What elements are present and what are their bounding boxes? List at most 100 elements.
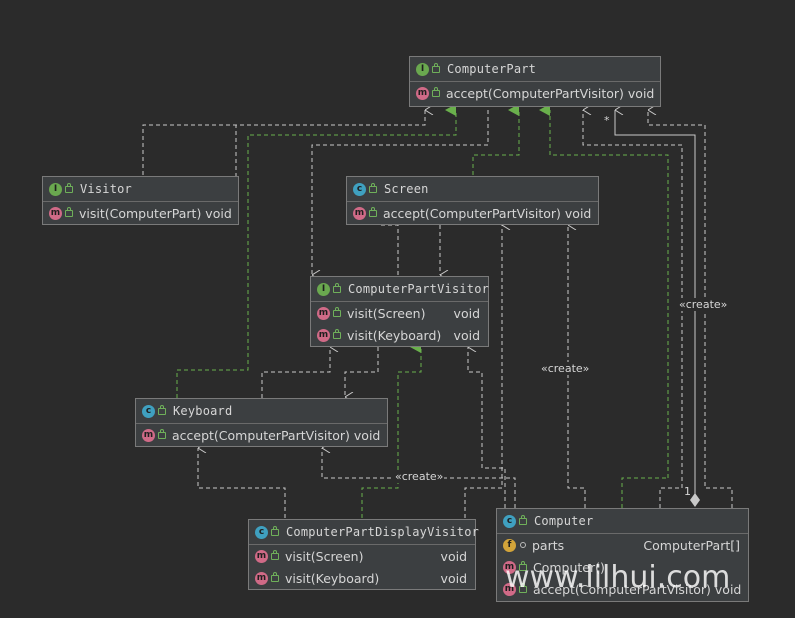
edge-computer-to-cpv — [467, 347, 506, 508]
member-row[interactable]: f parts ComputerPart[] — [497, 534, 748, 556]
class-computerpartvisitor[interactable]: I ComputerPartVisitor m visit(Screen) vo… — [310, 276, 489, 347]
edge-keyboard-to-cpv — [261, 347, 330, 398]
multiplicity-one: 1 — [684, 485, 691, 498]
member-row[interactable]: m accept(ComputerPartVisitor) void — [410, 82, 660, 104]
public-lock-icon — [333, 306, 341, 317]
edge-displayvisitor-to-screen — [464, 225, 502, 518]
public-lock-icon — [432, 86, 440, 97]
member-row[interactable]: m visit(Keyboard) void — [311, 324, 488, 346]
public-lock-icon — [333, 328, 341, 339]
method-icon: m — [255, 549, 268, 563]
member-row[interactable]: m visit(Screen) void — [311, 302, 488, 324]
public-lock-icon — [158, 428, 166, 439]
member-row[interactable]: m accept(ComputerPartVisitor) void — [347, 202, 598, 224]
edge-cpv-to-screen — [378, 225, 399, 275]
class-header: c Keyboard — [136, 399, 387, 424]
member-name: visit(ComputerPart) void — [79, 205, 232, 221]
realization-computer-computerpart — [539, 104, 669, 478]
public-lock-icon — [369, 182, 377, 193]
class-icon: c — [142, 404, 155, 418]
edge-computerpart-to-cpv — [311, 110, 489, 275]
member-name: parts — [532, 537, 565, 553]
member-name: accept(ComputerPartVisitor) void — [446, 85, 655, 101]
member-type: void — [440, 548, 467, 564]
public-lock-icon — [333, 282, 341, 293]
member-row[interactable]: m Computer() — [497, 556, 748, 578]
class-name: Computer — [534, 514, 594, 528]
public-lock-icon — [271, 571, 279, 582]
class-icon: c — [503, 514, 516, 528]
edge-displayvisitor-to-keyboard — [197, 448, 286, 518]
edge-computer-aggregation — [614, 110, 696, 500]
method-icon: m — [503, 582, 516, 596]
member-row[interactable]: m visit(Keyboard) void — [249, 567, 475, 589]
public-lock-icon — [432, 62, 440, 73]
class-header: c ComputerPartDisplayVisitor — [249, 520, 479, 545]
class-screen[interactable]: c Screen m accept(ComputerPartVisitor) v… — [346, 176, 599, 225]
realization-displayvisitor-cpv — [361, 341, 422, 518]
watermark: www.lilhui.com — [505, 560, 731, 595]
member-type: void — [453, 305, 480, 321]
interface-icon: I — [416, 62, 429, 76]
field-icon: f — [503, 538, 516, 552]
member-name: accept(ComputerPartVisitor) void — [533, 581, 742, 597]
class-visitor[interactable]: I Visitor m visit(ComputerPart) void — [42, 176, 239, 225]
member-row[interactable]: m visit(Screen) void — [249, 545, 475, 567]
package-private-icon — [520, 542, 526, 548]
member-type: void — [453, 327, 480, 343]
class-name: ComputerPart — [447, 62, 537, 76]
class-name: ComputerPartVisitor — [348, 282, 490, 296]
method-icon: m — [317, 306, 330, 320]
create-label: «create» — [394, 470, 445, 483]
class-computerpart[interactable]: I ComputerPart m accept(ComputerPartVisi… — [409, 56, 661, 107]
edge-visitor-to-computerpart — [142, 110, 425, 175]
realization-computer-computer-base — [621, 477, 668, 508]
public-lock-icon — [65, 206, 73, 217]
member-name: accept(ComputerPartVisitor) void — [172, 427, 381, 443]
class-computerpartdisplayvisitor[interactable]: c ComputerPartDisplayVisitor m visit(Scr… — [248, 519, 479, 590]
member-name: accept(ComputerPartVisitor) void — [383, 205, 592, 221]
method-icon: m — [353, 206, 366, 220]
multiplicity-many: * — [604, 114, 610, 127]
public-lock-icon — [271, 549, 279, 560]
class-name: ComputerPartDisplayVisitor — [286, 525, 480, 539]
class-computer[interactable]: c Computer f parts ComputerPart[] m Comp… — [496, 508, 749, 602]
edge-computer-to-computerpart-dep — [582, 110, 683, 508]
class-header: c Computer — [497, 509, 748, 534]
aggregation-diamond — [690, 493, 700, 507]
public-lock-icon — [519, 514, 527, 525]
member-type: ComputerPart[] — [643, 537, 740, 553]
public-lock-icon — [519, 560, 527, 571]
class-header: I Visitor — [43, 177, 238, 202]
public-lock-icon — [65, 182, 73, 193]
create-label: «create» — [678, 298, 729, 311]
member-row[interactable]: m accept(ComputerPartVisitor) void — [136, 424, 387, 446]
method-icon: m — [49, 206, 62, 220]
member-name: visit(Screen) — [285, 548, 364, 564]
member-row[interactable]: m accept(ComputerPartVisitor) void — [497, 578, 748, 600]
member-type: void — [440, 570, 467, 586]
realization-keyboard-computerpart — [176, 104, 457, 398]
public-lock-icon — [271, 525, 279, 536]
public-lock-icon — [369, 206, 377, 217]
member-name: visit(Screen) — [347, 305, 426, 321]
method-icon: m — [142, 428, 155, 442]
method-icon: m — [255, 571, 268, 585]
class-name: Screen — [384, 182, 429, 196]
member-row[interactable]: m visit(ComputerPart) void — [43, 202, 238, 224]
class-header: I ComputerPart — [410, 57, 660, 82]
public-lock-icon — [519, 582, 527, 593]
member-name: visit(Keyboard) — [347, 327, 442, 343]
class-icon: c — [255, 525, 268, 539]
realization-screen-computerpart — [472, 104, 520, 175]
member-name: Computer() — [533, 559, 605, 575]
method-icon: m — [416, 86, 429, 100]
edge-computer-to-computerpart-create — [647, 110, 733, 508]
class-icon: c — [353, 182, 366, 196]
class-keyboard[interactable]: c Keyboard m accept(ComputerPartVisitor)… — [135, 398, 388, 447]
member-name: visit(Keyboard) — [285, 570, 380, 586]
class-header: c Screen — [347, 177, 598, 202]
edge-computer-to-screen-create — [567, 225, 586, 508]
interface-icon: I — [317, 282, 330, 296]
